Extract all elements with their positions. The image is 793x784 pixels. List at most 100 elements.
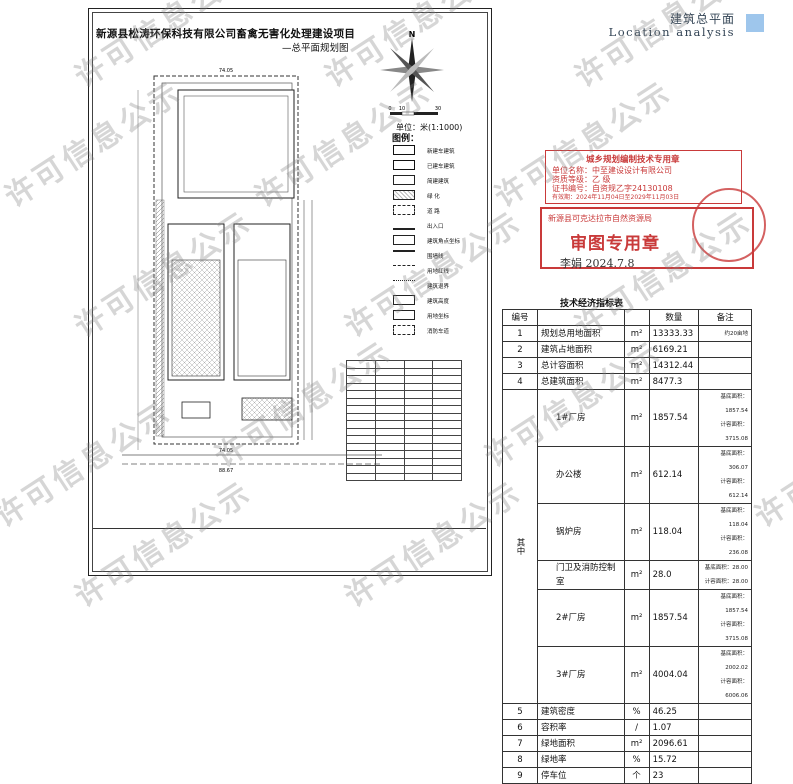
table-cell — [698, 703, 752, 720]
legend-item: 建筑高度 — [393, 294, 488, 307]
legend-item: 用地坐标 — [393, 309, 488, 322]
legend-item: 建筑退界 — [393, 279, 488, 292]
table-cell: 办公楼 — [537, 446, 625, 504]
table-cell: 容积率 — [537, 719, 625, 736]
table-cell: m² — [623, 735, 650, 752]
review-stamp-line1: 新源县可克达拉市自然资源局 — [548, 214, 652, 223]
scale-tick: 30 — [435, 106, 441, 112]
table-cell: 46.25 — [648, 703, 700, 720]
dim-bottom-2: 88.67 — [219, 468, 233, 474]
legend-label: 绿 化 — [427, 194, 440, 200]
legend-item: 道 路 — [393, 204, 488, 217]
north-label: N — [409, 30, 416, 39]
planning-stamp: 城乡规划编制技术专用章 单位名称：中至建设设计有限公司 资质等级：乙 级 证书编… — [545, 150, 742, 204]
planning-stamp-line: 单位名称：中至建设设计有限公司 — [552, 166, 672, 175]
north-arrow-icon: N — [380, 30, 444, 102]
site-plan: 74.05 74.05 88.67 — [122, 68, 382, 474]
legend-item: 绿 化 — [393, 189, 488, 202]
table-cell: 15.72 — [648, 751, 700, 768]
table-cell: 6 — [502, 719, 538, 736]
scale-unit: 单位：米(1:1000) — [396, 123, 463, 132]
legend-item: 建筑角点坐标 — [393, 234, 488, 247]
legend-swatch — [393, 280, 415, 290]
table-cell: / — [623, 719, 650, 736]
plan-title: —总平面规划图 — [282, 43, 349, 54]
planning-stamp-line: 证书编号：自资规乙字24130108 — [552, 184, 673, 193]
legend-swatch — [393, 160, 415, 170]
table-cell: m² — [623, 503, 650, 561]
legend-label: 道 路 — [427, 209, 440, 215]
dim-top: 74.05 — [219, 68, 233, 74]
review-stamp-line2: 审图专用章 — [570, 234, 660, 254]
table-cell: % — [623, 751, 650, 768]
company-seal — [692, 188, 766, 262]
table-cell: 118.04 — [648, 503, 700, 561]
tech-table-header: 数量 — [648, 309, 700, 326]
legend-swatch — [393, 205, 415, 215]
table-cell: 612.14 — [648, 446, 700, 504]
table-cell — [698, 373, 752, 390]
legend-swatch — [393, 145, 415, 155]
legend-swatch — [393, 175, 415, 185]
table-cell: m² — [623, 389, 650, 447]
page-subtitle: Location analysis — [608, 25, 735, 39]
planning-stamp-line: 资质等级：乙 级 — [552, 175, 611, 184]
tech-table-caption: 技术经济指标表 — [560, 299, 624, 309]
green-belt — [155, 199, 165, 437]
table-cell: 9 — [502, 767, 538, 784]
table-cell — [698, 767, 752, 784]
table-cell: 绿地面积 — [537, 735, 625, 752]
table-cell: m² — [623, 560, 650, 590]
table-cell: % — [623, 703, 650, 720]
tech-table-header: 编号 — [502, 309, 538, 326]
legend-label: 建筑角点坐标 — [427, 239, 461, 245]
table-cell: 绿地率 — [537, 751, 625, 768]
table-cell — [698, 751, 752, 768]
drawing-mini-table — [346, 360, 462, 481]
table-cell: 8 — [502, 751, 538, 768]
legend-swatch — [393, 250, 415, 260]
table-cell: 1857.54 — [648, 589, 700, 647]
legend-swatch — [393, 220, 415, 230]
page-title: 建筑总平面 — [669, 12, 735, 26]
table-cell: 4004.04 — [648, 646, 700, 704]
legend-item: 用地红线 — [393, 264, 488, 277]
header-accent-square — [746, 14, 764, 32]
table-cell: 2#厂房 — [537, 589, 625, 647]
table-cell: m² — [623, 589, 650, 647]
table-cell: m² — [623, 446, 650, 504]
legend-item: 简建建筑 — [393, 174, 488, 187]
legend-label: 用地红线 — [427, 269, 450, 275]
table-cell: m² — [623, 357, 650, 374]
signature: 李娟 2024.7.8 — [560, 257, 635, 270]
project-title: 新源县松涛环保科技有限公司畜禽无害化处理建设项目 — [96, 28, 356, 40]
legend-label: 简建建筑 — [427, 179, 450, 185]
legend-item: 已建车建筑 — [393, 159, 488, 172]
table-cell: 约20亩地 — [698, 325, 752, 342]
legend-item: 围墙线 — [393, 249, 488, 262]
plant-3-building — [177, 89, 295, 199]
table-cell: 建筑密度 — [537, 703, 625, 720]
table-cell: 23 — [648, 767, 700, 784]
table-cell — [698, 357, 752, 374]
table-cell: 4 — [502, 373, 538, 390]
table-cell: m² — [623, 646, 650, 704]
title-block-strip — [93, 528, 486, 571]
table-cell — [698, 341, 752, 358]
tech-table-header: 备注 — [698, 309, 752, 326]
table-cell: 锅炉房 — [537, 503, 625, 561]
table-cell: 7 — [502, 735, 538, 752]
table-cell — [698, 735, 752, 752]
legend-swatch — [393, 265, 415, 275]
legend-item: 出入口 — [393, 219, 488, 232]
